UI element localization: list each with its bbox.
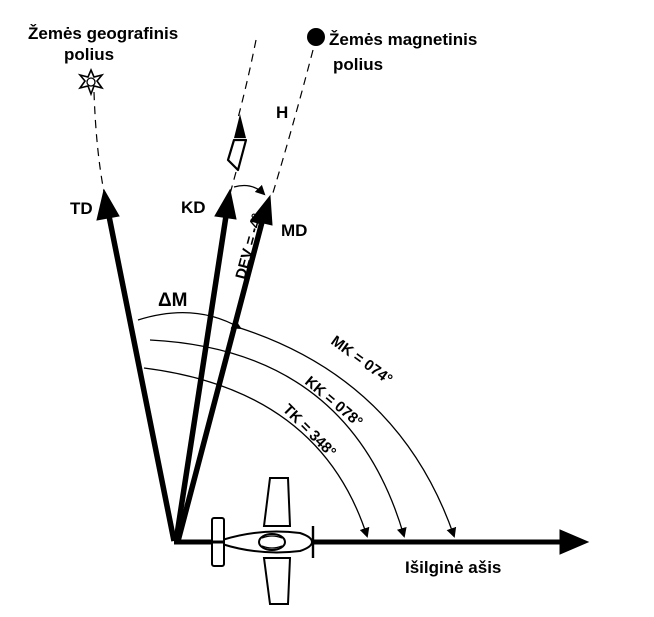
mk-label: MK = 074°	[328, 332, 396, 388]
td-arrow-head	[96, 188, 120, 221]
airplane-wing-bottom	[262, 557, 292, 605]
pole-lines	[93, 39, 314, 197]
airplane-cockpit-detail	[261, 535, 283, 549]
airplane-wing-top	[262, 477, 292, 527]
airplane-cockpit	[258, 533, 286, 551]
delta-m-label: ΔM	[158, 290, 187, 311]
angle-arcs	[137, 184, 457, 538]
magnetic-pole-line	[271, 49, 314, 197]
mk-arc	[239, 327, 457, 538]
md-arrow-shaft	[175, 221, 265, 542]
airplane-icon	[206, 477, 315, 605]
dev-arc	[233, 184, 266, 196]
h-label: H	[276, 103, 288, 122]
longitudinal-axis-label: Išilginė ašis	[405, 558, 501, 577]
md-label: MD	[281, 221, 307, 240]
longitudinal-axis-head	[559, 529, 590, 555]
needle-to-kd-line	[229, 171, 237, 195]
td-arrow-shaft	[106, 215, 177, 542]
delta-m-arc	[137, 312, 242, 329]
compass-needle-icon	[226, 114, 248, 172]
magnetic-pole-label-line2: polius	[333, 55, 383, 74]
kd-arrow-head	[214, 188, 237, 220]
geographic-pole-label-line2: polius	[64, 45, 114, 64]
md-arrow-head	[250, 194, 273, 226]
td-label: TD	[70, 199, 93, 218]
magnetic-pole-label-line1: Žemės magnetinis	[329, 30, 477, 49]
kd-arrow-shaft	[173, 215, 229, 542]
dev-label: DEV = -4°	[232, 212, 266, 281]
sun-star-icon	[77, 67, 105, 97]
kd-label: KD	[181, 198, 206, 217]
geographic-pole-line	[93, 91, 105, 193]
geographic-pole-label-line1: Žemės geografinis	[28, 24, 178, 43]
compass-north-line	[237, 39, 257, 119]
filled-circle-icon	[307, 28, 325, 46]
tk-arc	[143, 367, 370, 538]
kk-arc	[149, 339, 407, 538]
